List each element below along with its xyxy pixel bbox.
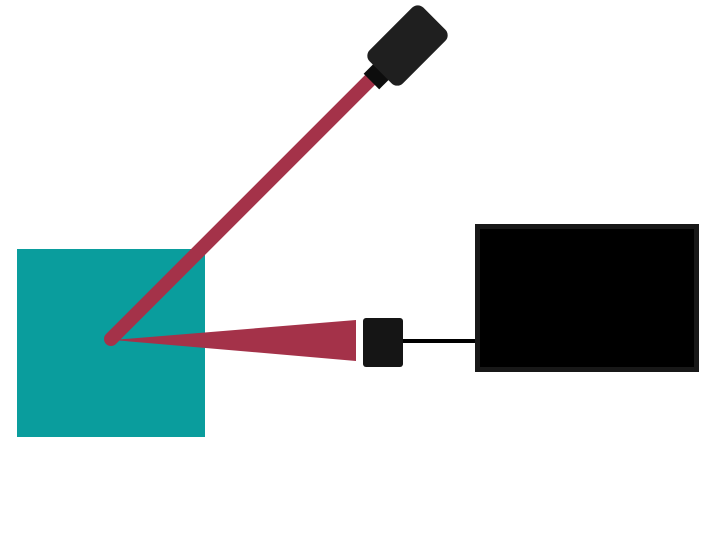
scattered-beam-cone xyxy=(113,320,356,361)
detector-box xyxy=(480,229,694,367)
laser-aperture-icon xyxy=(363,61,392,90)
laser-head xyxy=(363,5,448,90)
detector-lens xyxy=(363,318,403,367)
laser-body xyxy=(367,5,448,86)
incident-beam xyxy=(104,48,402,346)
